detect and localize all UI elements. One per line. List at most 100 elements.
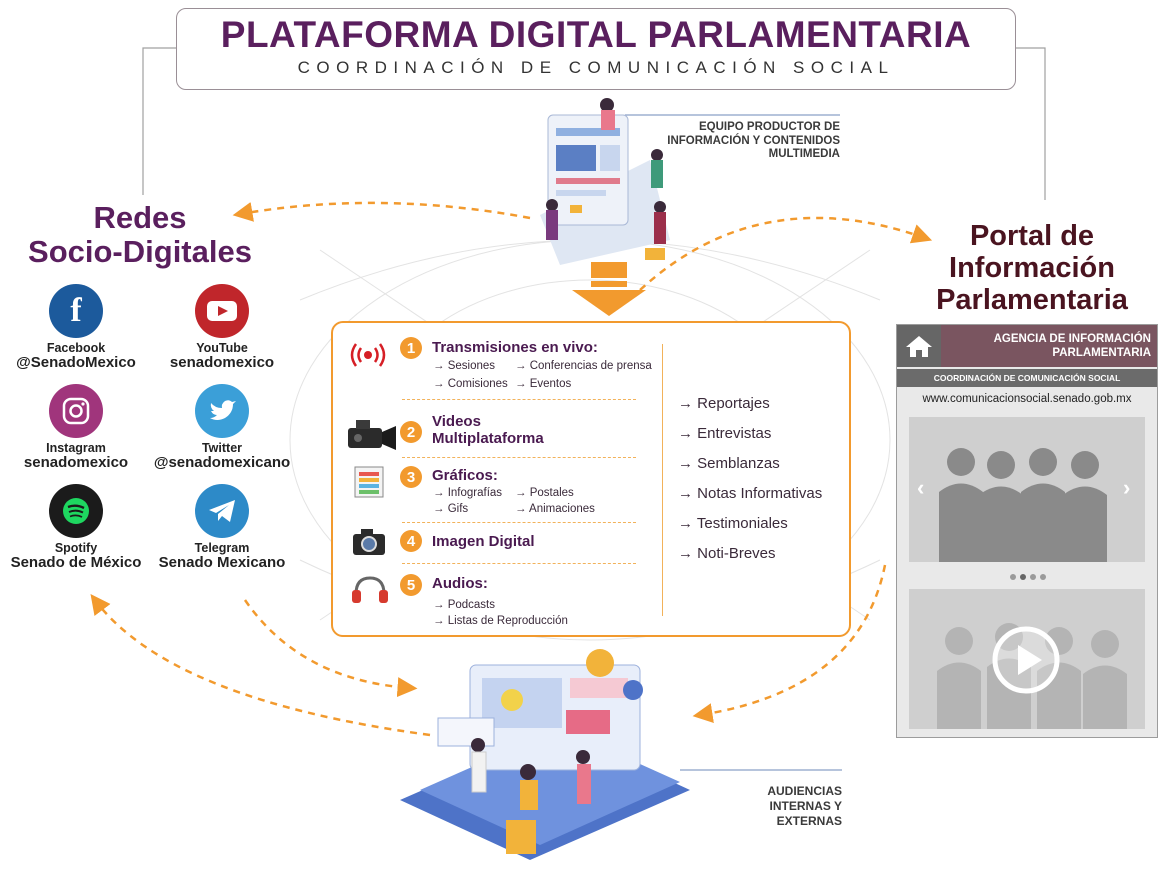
telegram-icon <box>195 484 249 538</box>
divider <box>402 457 636 458</box>
format-item: → Reportajes <box>678 395 770 412</box>
portal-agency-name: AGENCIA DE INFORMACIÓN PARLAMENTARIA <box>947 332 1151 360</box>
header-left-line <box>142 47 176 195</box>
category-4-number: 4 <box>400 530 422 552</box>
headphones-icon <box>350 574 390 609</box>
production-team-illustration <box>540 98 670 265</box>
category-3-title: Gráficos: <box>432 467 498 484</box>
video-camera-icon <box>344 410 398 457</box>
category-1-title: Transmisiones en vivo: <box>432 339 598 356</box>
category-2-title-line-2: Multiplataforma <box>432 430 544 447</box>
category-3-sub-3: → Gifs <box>433 503 469 515</box>
facebook-icon: f <box>49 284 103 338</box>
social-title-line-1: Redes <box>93 200 187 235</box>
social-title: Redes Socio-Digitales <box>10 201 270 269</box>
team-caption: EQUIPO PRODUCTOR DE INFORMACIÓN Y CONTEN… <box>640 121 840 162</box>
social-facebook[interactable]: f Facebook @SenadoMexico <box>6 284 146 370</box>
category-1-sub-1: → Sesiones <box>433 360 496 372</box>
portal-title-line-2: Información <box>949 252 1115 284</box>
arrow-social-to-audience <box>243 599 418 698</box>
format-item: → Notas Informativas <box>678 485 823 502</box>
team-caption-line-3: MULTIMEDIA <box>768 148 840 160</box>
twitter-handle: @senadomexicano <box>153 454 291 471</box>
category-1-sub-4: → Eventos <box>515 378 572 390</box>
category-3-sub-2: → Postales <box>515 487 574 499</box>
youtube-name: YouTube <box>196 341 248 355</box>
divider <box>402 563 636 564</box>
social-spotify[interactable]: Spotify Senado de México <box>6 484 146 570</box>
graphics-icon <box>354 466 384 503</box>
header-box <box>176 8 1016 90</box>
audience-caption-line-1: AUDIENCIAS <box>767 784 842 798</box>
category-4-title: Imagen Digital <box>432 533 535 550</box>
category-2-number: 2 <box>400 421 422 443</box>
youtube-handle: senadomexico <box>169 354 275 371</box>
slide-pagination[interactable] <box>1009 568 1049 586</box>
page-subtitle: COORDINACIÓN DE COMUNICACIÓN SOCIAL <box>297 58 895 77</box>
category-5-title: Audios: <box>432 575 488 592</box>
spotify-name: Spotify <box>54 541 98 555</box>
category-1-sub-2: → Conferencias de prensa <box>515 360 652 372</box>
arrow-to-portal <box>639 216 933 291</box>
divider <box>402 399 636 400</box>
team-caption-line-2: INFORMACIÓN Y CONTENIDOS <box>667 134 840 147</box>
arrow-audience-to-social <box>90 594 431 737</box>
portal-title: Portal de Información Parlamentaria <box>905 220 1159 316</box>
portal-title-line-1: Portal de <box>969 220 1095 252</box>
category-2-title-line-1: Videos <box>432 413 481 430</box>
audience-caption: AUDIENCIAS INTERNAS Y EXTERNAS <box>722 784 842 829</box>
arrow-portal-to-audience <box>692 564 887 723</box>
portal-agency-line-1: AGENCIA DE INFORMACIÓN <box>993 333 1151 345</box>
instagram-name: Instagram <box>46 441 106 455</box>
telegram-name: Telegram <box>194 541 250 555</box>
page-title: PLATAFORMA DIGITAL PARLAMENTARIA <box>220 14 972 55</box>
portal-coordination: COORDINACIÓN DE COMUNICACIÓN SOCIAL <box>897 369 1157 387</box>
category-5-sub-1: → Podcasts <box>433 599 495 611</box>
category-3-sub-1: → Infografías <box>433 487 503 499</box>
social-telegram[interactable]: Telegram Senado Mexicano <box>152 484 292 570</box>
slide-prev-icon[interactable]: ‹ <box>917 475 925 500</box>
social-twitter[interactable]: Twitter @senadomexicano <box>152 384 292 470</box>
formats-list: → Reportajes → Entrevistas → Semblanzas … <box>678 389 822 569</box>
twitter-icon <box>195 384 249 438</box>
slide-next-icon[interactable]: › <box>1123 475 1131 500</box>
team-caption-line-1: EQUIPO PRODUCTOR DE <box>699 121 840 133</box>
twitter-name: Twitter <box>201 441 243 455</box>
portal-preview[interactable]: AGENCIA DE INFORMACIÓN PARLAMENTARIA COO… <box>896 324 1158 738</box>
portal-title-line-3: Parlamentaria <box>936 284 1128 316</box>
audience-caption-line-2: INTERNAS Y <box>769 799 842 813</box>
category-3-sub-4: → Animaciones <box>515 503 595 515</box>
portal-slide-image <box>909 417 1145 562</box>
instagram-icon <box>49 384 103 438</box>
portal-agency-line-2: PARLAMENTARIA <box>1052 347 1151 359</box>
play-icon[interactable] <box>991 625 1061 700</box>
facebook-handle: @SenadoMexico <box>16 354 136 371</box>
facebook-name: Facebook <box>46 341 106 355</box>
audience-caption-line-3: EXTERNAS <box>776 814 842 828</box>
format-item: → Entrevistas <box>678 425 772 442</box>
instagram-handle: senadomexico <box>23 454 129 471</box>
youtube-icon <box>195 284 249 338</box>
arrow-to-social <box>232 201 531 222</box>
category-1-sub-3: → Comisiones <box>433 378 508 390</box>
telegram-handle: Senado Mexicano <box>158 554 286 571</box>
content-separator <box>662 344 663 616</box>
spotify-handle: Senado de México <box>10 554 142 571</box>
category-3-number: 3 <box>400 466 422 488</box>
audience-illustration <box>400 649 690 860</box>
category-1-number: 1 <box>400 337 422 359</box>
social-youtube[interactable]: YouTube senadomexico <box>152 284 292 370</box>
spotify-icon <box>49 484 103 538</box>
header-right-line <box>1016 47 1046 200</box>
format-item: → Semblanzas <box>678 455 780 472</box>
portal-url[interactable]: www.comunicacionsocial.senado.gob.mx <box>922 393 1132 405</box>
social-title-line-2: Socio-Digitales <box>28 234 252 269</box>
divider <box>402 522 636 523</box>
down-arrow-icon <box>572 262 646 316</box>
photo-camera-icon <box>352 527 386 562</box>
social-instagram[interactable]: Instagram senadomexico <box>6 384 146 470</box>
home-icon[interactable] <box>897 325 941 367</box>
format-item: → Noti-Breves <box>678 545 776 562</box>
format-item: → Testimoniales <box>678 515 788 532</box>
category-5-sub-2: → Listas de Reproducción <box>433 615 568 627</box>
